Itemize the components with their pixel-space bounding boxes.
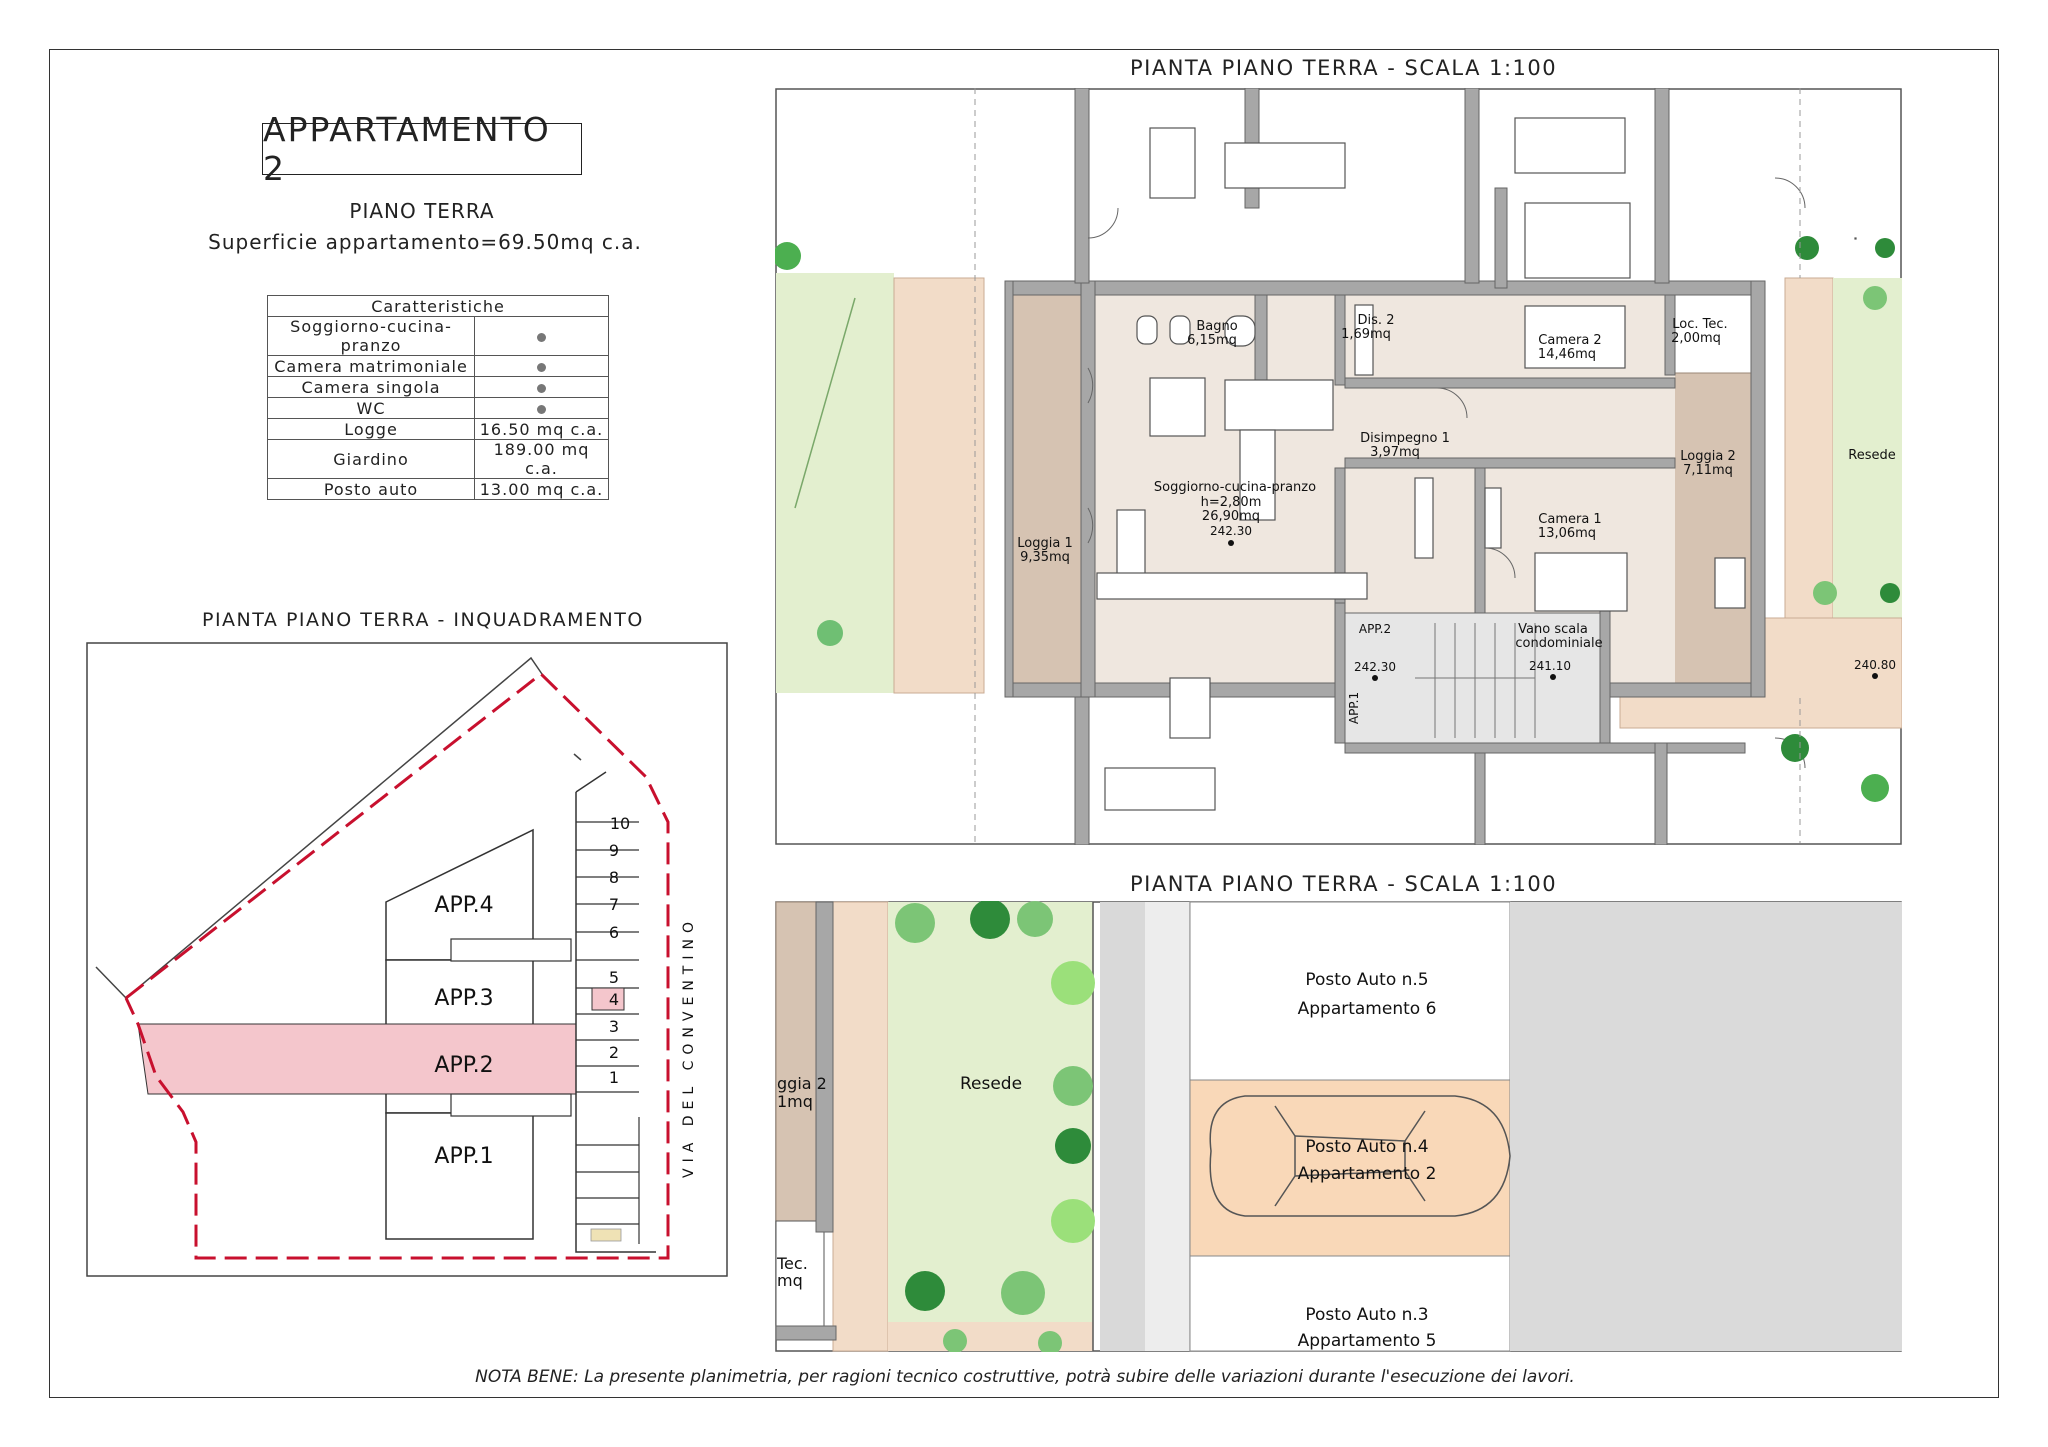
bagno-area: 6,15mq [1187,333,1237,348]
features-table: Caratteristiche Soggiorno-cucina-pranzo … [267,295,609,500]
camera2-label: Camera 2 [1538,333,1601,348]
camera1-area: 13,06mq [1538,526,1596,541]
loggia2-area: 7,11mq [1683,463,1733,478]
loggia-partial-label: ggia 2 [777,1074,827,1093]
dis2-label: Dis. 2 [1358,313,1395,328]
check-dot-icon [537,362,546,372]
parking-number: 8 [609,868,619,887]
parking-plan: ggia 2 1mq Tec. mq Resede Posto Auto n.5… [775,901,1902,1352]
property-boundary [124,672,670,1260]
floor-plan-top: Bagno 6,15mq Dis. 2 1,69mq Camera 2 14,4… [775,88,1902,845]
app2-label: APP.2 [434,1053,493,1078]
app2-highlight [137,1023,577,1095]
app4-label: APP.4 [434,893,493,918]
parking-number: 5 [609,968,619,987]
condominiale-label: condominiale [1515,636,1602,651]
check-dot-icon [537,404,546,414]
app2-door-label: APP.2 [1359,622,1391,636]
parking-number: 7 [609,895,619,914]
site-plan: APP.4 APP.3 APP.2 APP.1 10 9 8 7 6 5 4 3… [86,642,728,1277]
bagno-label: Bagno [1196,319,1237,334]
loggia1-label: Loggia 1 [1017,536,1072,551]
parking-number: 10 [610,814,630,833]
app1-door-label: APP.1 [1347,692,1361,724]
loggia1-area: 9,35mq [1020,550,1070,565]
spot3-apartment: Appartamento 5 [1298,1331,1437,1351]
parking-number: 4 [609,990,619,1009]
tec-partial-label: Tec. [776,1254,808,1273]
soggiorno-label: Soggiorno-cucina-pranzo [1154,480,1316,495]
tec-partial-area: mq [777,1271,803,1290]
car-icon [1209,1095,1511,1217]
resede-label: Resede [960,1074,1022,1094]
camera2-area: 14,46mq [1538,347,1596,362]
loctec-area: 2,00mq [1671,331,1721,346]
parking-number: 3 [609,1017,619,1036]
soggiorno-area: 26,90mq [1202,509,1260,524]
resede-label: Resede [1848,448,1895,463]
spot4-apartment: Appartamento 2 [1298,1164,1437,1184]
parking-number: 1 [609,1068,619,1087]
table-row: WC [267,397,609,419]
spot5-apartment: Appartamento 6 [1298,999,1437,1019]
table-row: Camera singola [267,376,609,398]
area-label: Superficie appartamento=69.50mq c.a. [208,230,642,254]
disimpegno1-area: 3,97mq [1370,445,1420,460]
street-label: VIA DEL CONVENTINO [681,916,697,1178]
app1-label: APP.1 [434,1144,493,1169]
spot3-label: Posto Auto n.3 [1305,1305,1428,1325]
parking-number: 2 [609,1043,619,1062]
spot4-label: Posto Auto n.4 [1305,1137,1428,1157]
check-dot-icon [537,332,546,342]
soggiorno-height: h=2,80m [1201,495,1262,510]
drawing-frame [49,49,1999,1398]
apartment-title: APPARTAMENTO 2 [262,110,582,188]
loctec-label: Loc. Tec. [1672,317,1727,332]
table-row: Soggiorno-cucina-pranzo [267,316,609,356]
table-row: Camera matrimoniale [267,355,609,377]
spot5-label: Posto Auto n.5 [1305,970,1428,990]
disimpegno1-label: Disimpegno 1 [1360,431,1450,446]
features-header: Caratteristiche [267,295,609,317]
floor-label: PIANO TERRA [349,199,495,223]
camera1-label: Camera 1 [1538,512,1601,527]
dis2-area: 1,69mq [1341,327,1391,342]
vano-scala-label: Vano scala [1518,622,1588,637]
parking-number: 9 [609,841,619,860]
level-a: 242.30 [1354,660,1396,674]
app3-label: APP.3 [434,986,493,1011]
footnote: NOTA BENE: La presente planimetria, per … [475,1367,1575,1387]
site-plan-title: PIANTA PIANO TERRA - INQUADRAMENTO [202,609,644,631]
level-c: 240.80 [1854,658,1896,672]
loggia2-label: Loggia 2 [1680,449,1735,464]
soggiorno-level: 242.30 [1210,524,1252,538]
loggia-partial-area: 1mq [777,1092,813,1111]
parking-number: 6 [609,923,619,942]
level-b: 241.10 [1529,659,1571,673]
plan-top-title: PIANTA PIANO TERRA - SCALA 1:100 [1130,56,1558,80]
plan-bottom-title: PIANTA PIANO TERRA - SCALA 1:100 [1130,872,1558,896]
check-dot-icon [537,383,546,393]
